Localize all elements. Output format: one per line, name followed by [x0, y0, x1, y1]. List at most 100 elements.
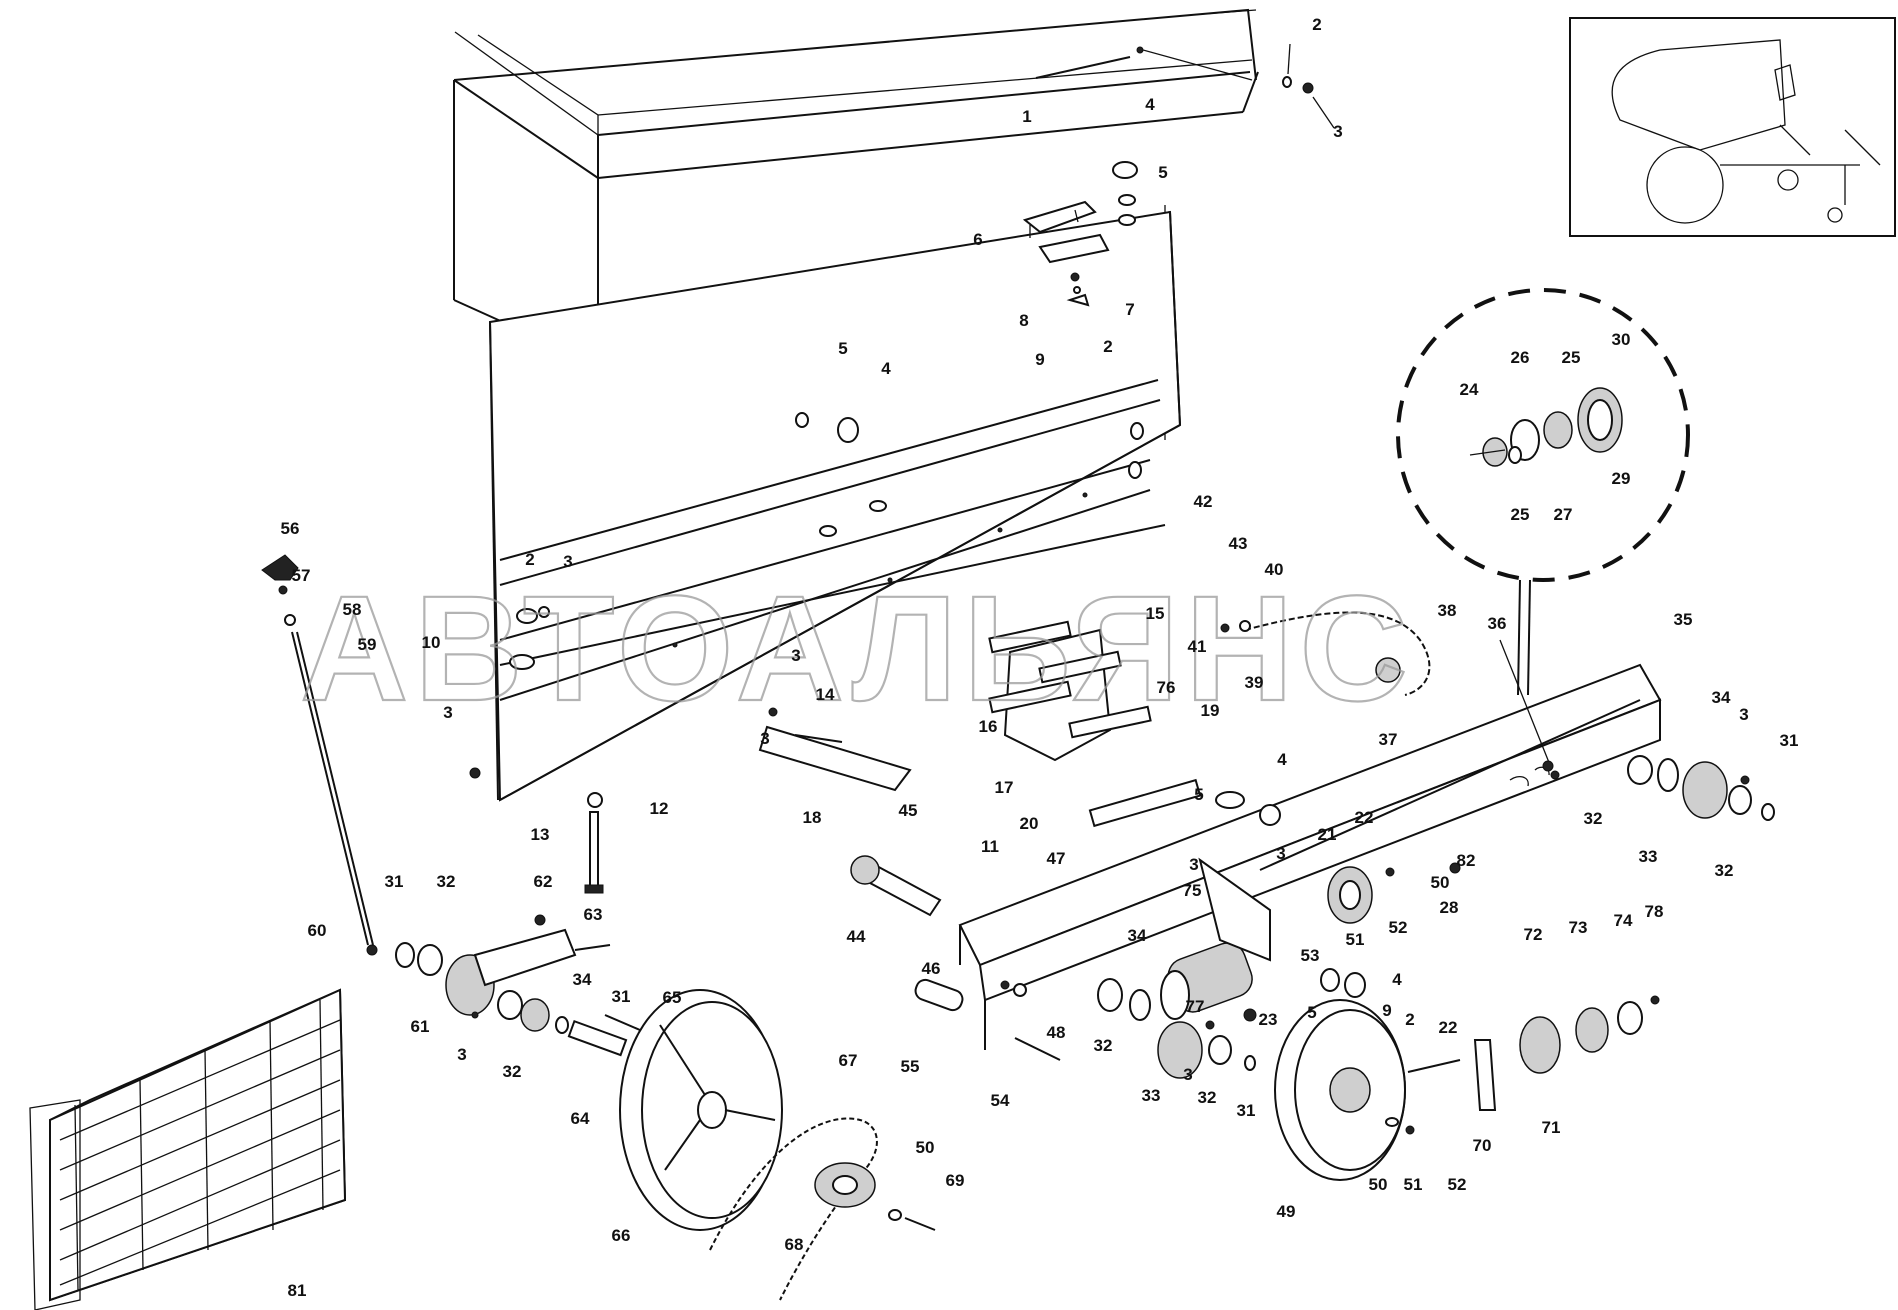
part-label-66: 66 [612, 1226, 631, 1245]
part-label-48: 48 [1047, 1023, 1066, 1042]
shafts-left [850, 855, 1061, 1061]
part-label-54: 54 [991, 1091, 1010, 1110]
part-label-27: 27 [1554, 505, 1573, 524]
part-label-72: 72 [1524, 925, 1543, 944]
part-label-3: 3 [1276, 844, 1285, 863]
part-label-31: 31 [612, 987, 631, 1006]
part-label-73: 73 [1569, 918, 1588, 937]
watermark: АВТОАЛЬЯНС [300, 564, 1414, 732]
part-label-69: 69 [946, 1171, 965, 1190]
part-label-32: 32 [1715, 861, 1734, 880]
part-label-45: 45 [899, 801, 918, 820]
part-label-4: 4 [1145, 95, 1155, 114]
part-label-6: 6 [973, 230, 982, 249]
right-bearings [1627, 755, 1775, 821]
part-label-32: 32 [503, 1062, 522, 1081]
motor-77 [1160, 857, 1366, 1022]
part-label-49: 49 [1277, 1202, 1296, 1221]
part-label-7: 7 [1125, 300, 1134, 319]
belt-68 [709, 1117, 936, 1301]
part-label-34: 34 [1712, 688, 1731, 707]
part-label-78: 78 [1645, 902, 1664, 921]
part-label-34: 34 [1128, 926, 1147, 945]
part-label-25: 25 [1562, 348, 1581, 367]
part-label-44: 44 [847, 927, 866, 946]
part-label-60: 60 [308, 921, 327, 940]
part-label-5: 5 [1307, 1003, 1316, 1022]
inset-thumbnail [1569, 17, 1896, 237]
part-label-3: 3 [563, 552, 572, 571]
part-label-47: 47 [1047, 849, 1066, 868]
part-label-50: 50 [1431, 873, 1450, 892]
part-label-1: 1 [1022, 107, 1031, 126]
part-label-43: 43 [1229, 534, 1248, 553]
part-label-46: 46 [922, 959, 941, 978]
part-label-38: 38 [1438, 601, 1457, 620]
part-label-28: 28 [1440, 898, 1459, 917]
part-label-3: 3 [1333, 122, 1342, 141]
part-label-32: 32 [1094, 1036, 1113, 1055]
part-label-37: 37 [1379, 730, 1398, 749]
part-label-32: 32 [1584, 809, 1603, 828]
part-label-4: 4 [1277, 750, 1287, 769]
part-label-10: 10 [422, 633, 441, 652]
part-label-14: 14 [816, 685, 835, 704]
part-label-52: 52 [1389, 918, 1408, 937]
part-label-71: 71 [1542, 1118, 1561, 1137]
part-label-63: 63 [584, 905, 603, 924]
part-label-16: 16 [979, 717, 998, 736]
center-bearings [1097, 978, 1256, 1079]
part-label-9: 9 [1382, 1001, 1391, 1020]
part-label-52: 52 [1448, 1175, 1467, 1194]
front-panel [488, 210, 1182, 802]
part-label-3: 3 [1739, 705, 1748, 724]
part-label-31: 31 [1780, 731, 1799, 750]
pulley-66 [619, 989, 783, 1231]
part-label-29: 29 [1612, 469, 1631, 488]
part-label-3: 3 [1183, 1065, 1192, 1084]
hinge-bracket [795, 161, 1138, 443]
center-parts [469, 606, 912, 894]
part-label-31: 31 [385, 872, 404, 891]
bracket-assembly [988, 620, 1202, 828]
part-label-40: 40 [1265, 560, 1284, 579]
part-label-25: 25 [1511, 505, 1530, 524]
part-label-68: 68 [785, 1235, 804, 1254]
part-label-22: 22 [1439, 1018, 1458, 1037]
part-label-42: 42 [1194, 492, 1213, 511]
part-label-2: 2 [1405, 1010, 1414, 1029]
part-label-5: 5 [1194, 785, 1203, 804]
part-label-12: 12 [650, 799, 669, 818]
part-label-17: 17 [995, 778, 1014, 797]
part-label-23: 23 [1259, 1010, 1278, 1029]
part-label-13: 13 [531, 825, 550, 844]
part-label-26: 26 [1511, 348, 1530, 367]
part-label-30: 30 [1612, 330, 1631, 349]
drive-chain [1220, 611, 1431, 696]
part-label-61: 61 [411, 1017, 430, 1036]
part-label-41: 41 [1188, 637, 1207, 656]
part-label-35: 35 [1674, 610, 1693, 629]
gear-28 [1327, 862, 1461, 924]
part-label-3: 3 [791, 646, 800, 665]
part-label-4: 4 [1392, 970, 1402, 989]
part-label-5: 5 [1158, 163, 1167, 182]
part-label-57: 57 [292, 566, 311, 585]
part-label-8: 8 [1019, 311, 1028, 330]
part-label-62: 62 [534, 872, 553, 891]
part-label-55: 55 [901, 1057, 920, 1076]
part-label-82: 82 [1457, 851, 1476, 870]
part-label-65: 65 [663, 988, 682, 1007]
part-label-19: 19 [1201, 701, 1220, 720]
part-label-56: 56 [281, 519, 300, 538]
adjust-rod [261, 554, 378, 956]
part-label-70: 70 [1473, 1136, 1492, 1155]
part-label-5: 5 [838, 339, 847, 358]
part-label-74: 74 [1614, 911, 1633, 930]
part-label-34: 34 [573, 970, 592, 989]
part-label-3: 3 [760, 729, 769, 748]
left-bearings [395, 914, 641, 1057]
grille-81 [29, 988, 347, 1310]
